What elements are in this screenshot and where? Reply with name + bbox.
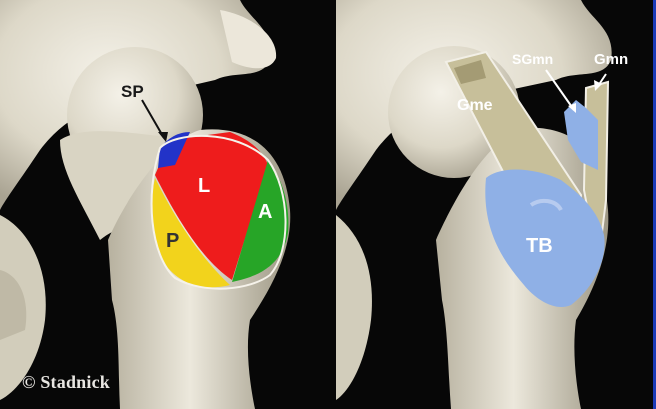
label-trochanteric-bursa: TB xyxy=(526,235,553,257)
label-gluteus-minimus: Gmn xyxy=(594,51,628,68)
copyright-text: © Stadnick xyxy=(22,372,110,393)
label-posterior: P xyxy=(166,230,179,252)
label-sp: SP xyxy=(121,82,144,101)
left-femur-illustration: SP L A P xyxy=(0,0,331,409)
right-panel-soft-tissue: Gme SGmn Gmn TB xyxy=(336,0,656,409)
label-gluteus-medius: Gme xyxy=(457,97,493,114)
right-femur-illustration: Gme SGmn Gmn TB xyxy=(336,0,656,409)
label-lateral: L xyxy=(198,175,210,197)
left-panel-bony-facets: SP L A P © Stadnick xyxy=(0,0,331,409)
label-anterior: A xyxy=(258,201,272,223)
label-sgmn: SGmn xyxy=(512,51,553,67)
